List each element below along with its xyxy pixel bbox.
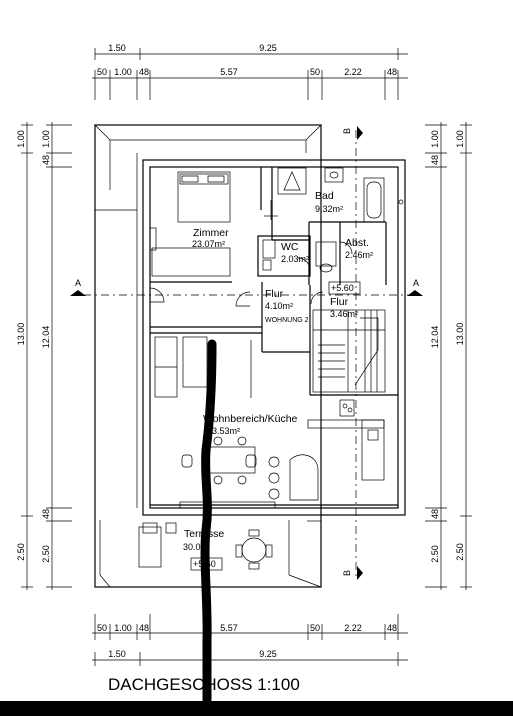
room-name-abst: Abst. [345, 237, 369, 249]
dim-right-outer: 1.00 [455, 130, 465, 148]
dim-top-inner: 9.25 [259, 43, 277, 53]
room-area-wc: 2.03m² [281, 254, 309, 264]
dim-right-outer: 13.00 [455, 323, 465, 346]
left-dimension-chain: 1.00 13.00 2.50 1.00 48 12.04 48 2.50 [16, 122, 72, 590]
dim-left-outer: 2.50 [16, 543, 26, 561]
bottom-bar [0, 701, 513, 716]
bottom-dimension-chain: 50 1.00 48 5.57 50 2.22 48 1.50 9.25 [92, 614, 408, 666]
dim-left-inner: 48 [41, 155, 51, 165]
hand-drawn-stroke [200, 339, 217, 716]
room-area-bad: 9.32m² [315, 204, 343, 214]
level-marker: +5.60 [331, 283, 354, 293]
dim-bottom-seg: 2.22 [344, 623, 362, 633]
room-area-zimmer: 23.07m² [192, 239, 225, 249]
room-name-flur: Flur [265, 288, 284, 300]
dim-bottom-seg: 50 [97, 623, 107, 633]
dim-top-seg: 2.22 [344, 67, 362, 77]
room-name-bad: Bad [315, 190, 334, 202]
room-area-wohnbereich: 3.53m² [212, 426, 240, 436]
section-label-a-left: A [75, 278, 81, 288]
dim-right-inner: 1.00 [430, 130, 440, 148]
section-label-a-right: A [413, 278, 419, 288]
drawing-caption: DACHGESCHOSS 1:100 [108, 675, 300, 694]
building-walls [142, 159, 406, 516]
dim-right-inner: 48 [430, 155, 440, 165]
dim-left-inner: 48 [41, 509, 51, 519]
dim-bottom-outer: 1.50 [108, 649, 126, 659]
room-area-abst: 2.46m² [345, 250, 373, 260]
room-name-zimmer: Zimmer [193, 227, 229, 239]
dim-top-seg: 50 [310, 67, 320, 77]
room-area-flur: 4.10m² [265, 301, 293, 311]
dim-left-inner: 2.50 [41, 545, 51, 563]
dim-bottom-seg: 5.57 [220, 623, 238, 633]
dim-bottom-seg: 50 [310, 623, 320, 633]
dim-top-seg: 48 [387, 67, 397, 77]
door-swings [149, 241, 353, 307]
room-name-wohnbereich: Wohnbereich/Küche [203, 413, 298, 425]
dim-right-outer: 2.50 [455, 543, 465, 561]
section-label-b-bottom: B [342, 570, 352, 576]
top-dimension-chain: 1.50 9.25 50 1.00 48 5.57 50 2.22 48 [92, 43, 408, 100]
room-name-flur-2: Flur [330, 296, 349, 308]
dim-bottom-seg: 48 [387, 623, 397, 633]
dim-top-seg: 1.00 [114, 67, 132, 77]
dim-left-inner: 12.04 [41, 326, 51, 349]
dim-bottom-seg: 1.00 [114, 623, 132, 633]
dim-left-inner: 1.00 [41, 130, 51, 148]
dim-right-inner: 2.50 [430, 545, 440, 563]
room-area-terrasse: 30.0 ² [183, 542, 206, 552]
right-dimension-chain: 1.00 48 12.04 48 2.50 1.00 13.00 2.50 [425, 122, 472, 590]
dim-bottom-seg: 48 [139, 623, 149, 633]
dim-left-outer: 1.00 [16, 130, 26, 148]
dim-right-inner: 48 [430, 509, 440, 519]
dim-top-seg: 5.57 [220, 67, 238, 77]
room-area-flur-2: 3.46m² [330, 309, 358, 319]
dim-top-seg: 50 [97, 67, 107, 77]
room-name-wc: WC [281, 241, 299, 253]
dim-top-outer: 1.50 [108, 43, 126, 53]
section-label-b-top: B [342, 128, 352, 134]
dim-bottom-inner: 9.25 [259, 649, 277, 659]
dim-top-seg: 48 [139, 67, 149, 77]
section-markers: A A B B [70, 126, 423, 580]
dim-right-inner: 12.04 [430, 326, 440, 349]
apartment-label: WOHNUNG 2 [265, 317, 309, 324]
dim-left-outer: 13.00 [16, 323, 26, 346]
furniture [138, 167, 404, 570]
